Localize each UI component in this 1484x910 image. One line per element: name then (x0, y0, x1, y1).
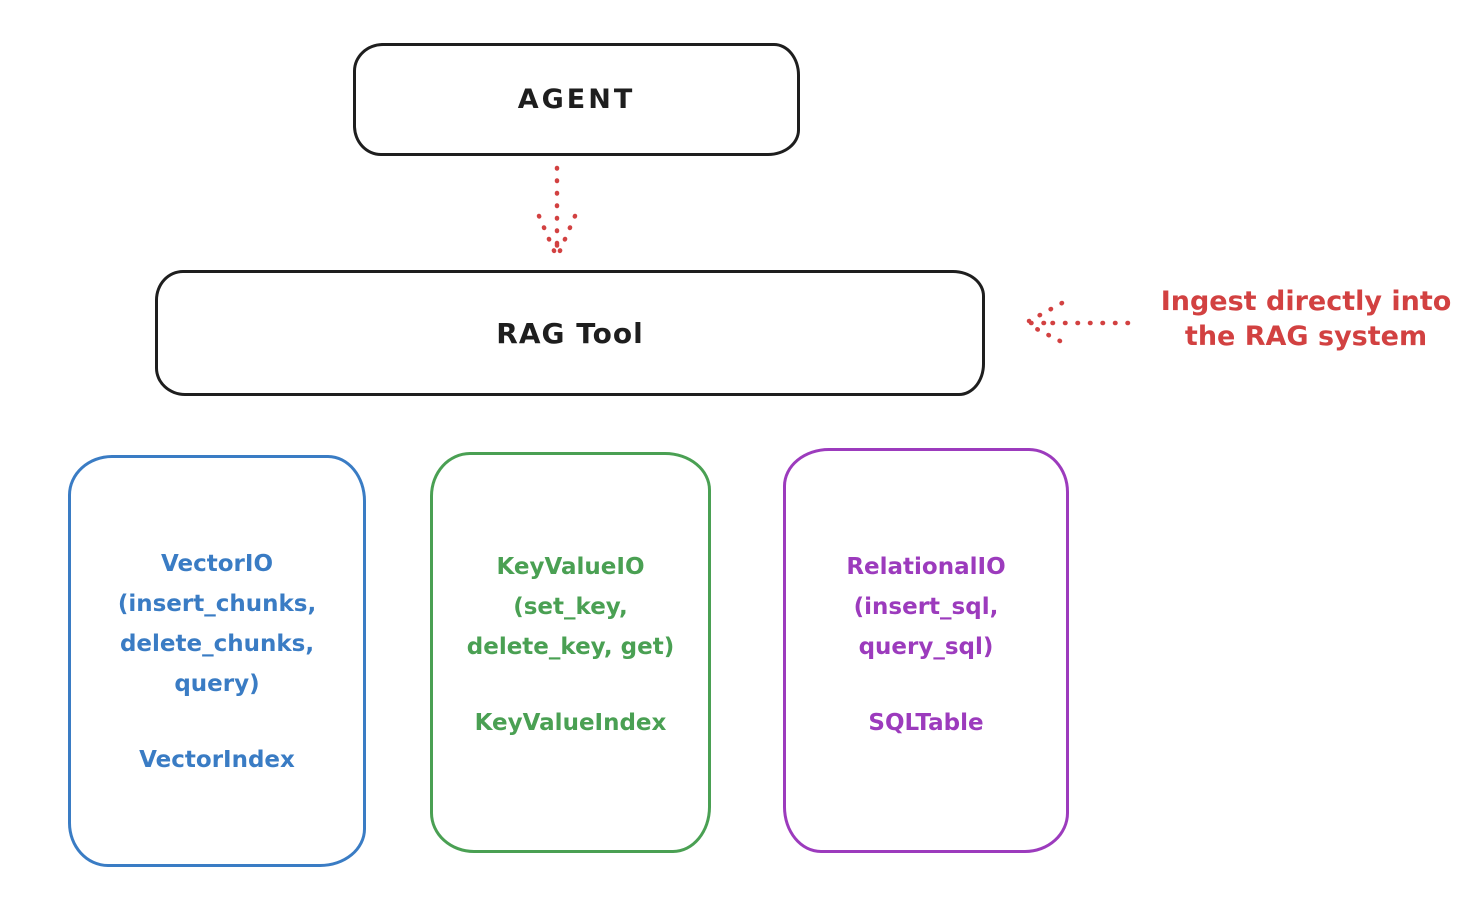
relational-io-line: (insert_sql, (853, 594, 999, 620)
ingest-annotation-line2: the RAG system (1184, 321, 1428, 352)
agent-label: AGENT (517, 84, 636, 115)
relational-io-line: query_sql) (858, 634, 994, 660)
keyvalue-index-label: KeyValueIndex (474, 710, 667, 736)
relational-io-line: RelationalIO (846, 554, 1006, 580)
rag-tool-label: RAG Tool (496, 316, 644, 350)
vector-io-line: (insert_chunks, (117, 591, 317, 617)
keyvalue-io-line: KeyValueIO (496, 554, 645, 580)
ingest-annotation-line1: Ingest directly into (1160, 286, 1452, 317)
vector-index-label: VectorIndex (139, 747, 295, 773)
sql-table-label: SQLTable (868, 710, 984, 736)
ingest-annotation: Ingest directly into the RAG system (1138, 284, 1474, 354)
vector-io-line: VectorIO (160, 551, 274, 577)
agent-to-rag-arrow (536, 165, 578, 260)
agent-box: AGENT (353, 43, 800, 156)
rag-tool-box: RAG Tool (155, 270, 985, 396)
annotation-to-rag-arrow (1025, 300, 1131, 344)
vector-io-line: delete_chunks, (119, 631, 315, 657)
vector-io-line: query) (174, 671, 260, 697)
keyvalue-io-line: delete_key, get) (466, 634, 675, 660)
keyvalue-io-line: (set_key, (513, 594, 628, 620)
relational-io-box: RelationalIO (insert_sql, query_sql) SQL… (783, 448, 1069, 853)
keyvalue-io-box: KeyValueIO (set_key, delete_key, get) Ke… (430, 452, 711, 853)
vector-io-box: VectorIO (insert_chunks, delete_chunks, … (68, 455, 366, 867)
